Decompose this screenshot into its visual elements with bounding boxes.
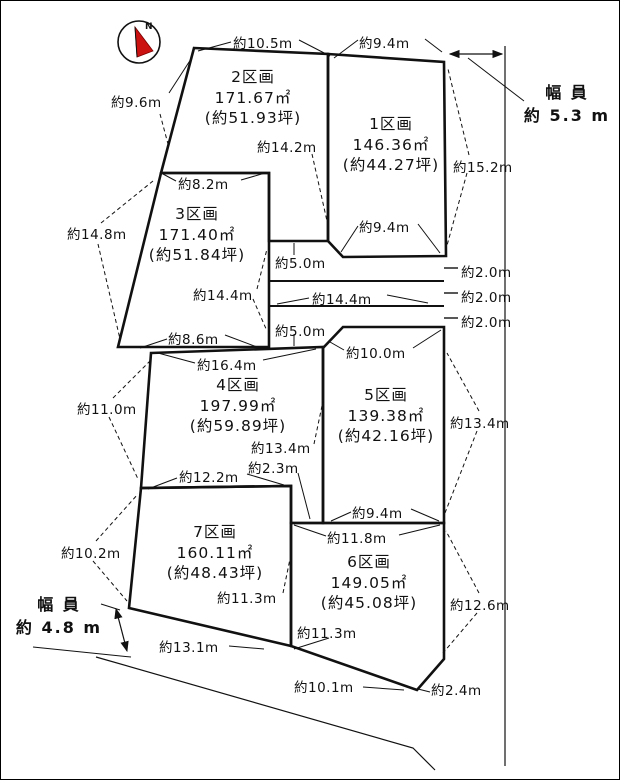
dim-label-p4-top-16-4: 約16.4m: [197, 358, 257, 374]
dim-label-top-10-5: 約10.5m: [233, 36, 293, 52]
parcel-5-sqm: 139.38㎡: [347, 406, 425, 425]
dim-label-strip-14-4: 約14.4m: [312, 292, 372, 308]
dim-label-left-9-6: 約9.6m: [111, 95, 162, 111]
dim-label-p4-leg-2-3: 約2.3m: [248, 461, 299, 477]
parcel-6-tsubo: (約45.08坪): [320, 594, 418, 612]
dim-label-p6-bottom-10-1: 約10.1m: [294, 680, 354, 696]
parcel-7-sqm: 160.11㎡: [176, 543, 254, 562]
parcel-7-tsubo: (約48.43坪): [166, 564, 264, 582]
width-arrow-4-8: [114, 607, 129, 653]
dim-label-left-14-8: 約14.8m: [67, 227, 127, 243]
parcel-7-outline: [127, 484, 293, 648]
road-width-bottom-title: 幅 員: [37, 595, 81, 614]
dim-label-p7-bottom-13-1: 約13.1m: [159, 640, 219, 656]
parcel-2-name: 2区画: [231, 68, 275, 86]
road-width-right-title: 幅 員: [545, 83, 589, 102]
parcel-2-sqm: 171.67㎡: [214, 88, 292, 107]
dim-label-right-2-0-a: 約2.0m: [461, 265, 512, 281]
parcel-1-tsubo: (約44.27坪): [342, 156, 440, 174]
dim-label-mid-upper-5-0: 約5.0m: [275, 256, 326, 272]
dim-label-right-15-2: 約15.2m: [453, 160, 513, 176]
parcel-5-name: 5区画: [364, 386, 408, 404]
strip-width-ticks: [444, 267, 458, 319]
parcel-4-sqm: 197.99㎡: [199, 396, 277, 415]
dim-label-left-11-0: 約11.0m: [77, 402, 137, 418]
dim-label-p3-bottom-8-6: 約8.6m: [168, 332, 219, 348]
parcel-6-label: 6区画 149.05㎡ (約45.08坪): [303, 552, 435, 614]
parcel-3-label: 3区画 171.40㎡ (約51.84坪): [131, 204, 263, 266]
parcel-3-tsubo: (約51.84坪): [148, 246, 246, 264]
dim-label-p5-right-13-4: 約13.4m: [450, 416, 510, 432]
parcel-4-tsubo: (約59.89坪): [189, 417, 287, 435]
road-width-right-label: 幅 員 約 5.3 m: [516, 81, 618, 127]
dim-label-p5-top-10-0: 約10.0m: [346, 346, 406, 362]
dim-label-p4-right-13-4: 約13.4m: [251, 441, 311, 457]
road-width-bottom-value: 約 4.8 m: [15, 618, 103, 637]
dim-label-p1-bottom-9-4: 約9.4m: [359, 220, 410, 236]
dim-label-left-10-2: 約10.2m: [61, 546, 121, 562]
compass-needle-edge: [134, 26, 138, 58]
compass-north-label: N: [145, 22, 153, 32]
parcel-6-name: 6区画: [347, 553, 391, 571]
road-strip-lines: [269, 280, 444, 307]
compass: N: [117, 20, 161, 64]
dim-label-p6-right-12-6: 約12.6m: [450, 598, 510, 614]
parcel-3-sqm: 171.40㎡: [158, 225, 236, 244]
compass-circle: [117, 20, 161, 64]
dim-label-p6-corner-2-4: 約2.4m: [431, 683, 482, 699]
parcel-7-label: 7区画 160.11㎡ (約48.43坪): [149, 522, 281, 584]
parcel-1-sqm: 146.36㎡: [352, 135, 430, 154]
dim-label-mid-lower-5-0: 約5.0m: [275, 324, 326, 340]
parcel-4-label: 4区画 197.99㎡ (約59.89坪): [172, 375, 304, 437]
parcel-5-label: 5区画 139.38㎡ (約42.16坪): [320, 385, 452, 447]
road-width-bottom-label: 幅 員 約 4.8 m: [7, 593, 111, 639]
dim-label-p6-left-11-3: 約11.3m: [297, 626, 357, 642]
parcel-6-sqm: 149.05㎡: [330, 573, 408, 592]
road-width-right-value: 約 5.3 m: [523, 106, 611, 125]
dim-label-right-2-0-b: 約2.0m: [461, 290, 512, 306]
dim-label-p5-bottom-9-4: 約9.4m: [352, 506, 403, 522]
dim-label-p2-right-14-2: 約14.2m: [257, 140, 317, 156]
dim-label-right-2-0-c: 約2.0m: [461, 315, 512, 331]
parcel-3-name: 3区画: [175, 205, 219, 223]
parcel-7-name: 7区画: [193, 523, 237, 541]
parcel-2-tsubo: (約51.93坪): [204, 109, 302, 127]
parcel-5-outline: [321, 325, 446, 525]
parcel-3-outline: [116, 171, 271, 349]
road-bottom-line: [95, 656, 436, 771]
dim-label-p4-bottom-12-2: 約12.2m: [179, 470, 239, 486]
parcel-2-label: 2区画 171.67㎡ (約51.93坪): [187, 67, 319, 129]
parcel-4-name: 4区画: [216, 376, 260, 394]
dim-label-p3-top-8-2: 約8.2m: [178, 177, 229, 193]
leader-lines: [32, 38, 525, 693]
dim-label-top-9-4: 約9.4m: [359, 36, 410, 52]
parcel-5-tsubo: (約42.16坪): [337, 427, 435, 445]
dim-label-p7-right-11-3: 約11.3m: [217, 591, 277, 607]
parcel-1-name: 1区画: [369, 115, 413, 133]
parcel-1-label: 1区画 146.36㎡ (約44.27坪): [325, 114, 457, 176]
dim-label-p3-right-14-4: 約14.4m: [193, 288, 253, 304]
dim-label-p6-top-11-8: 約11.8m: [327, 531, 387, 547]
